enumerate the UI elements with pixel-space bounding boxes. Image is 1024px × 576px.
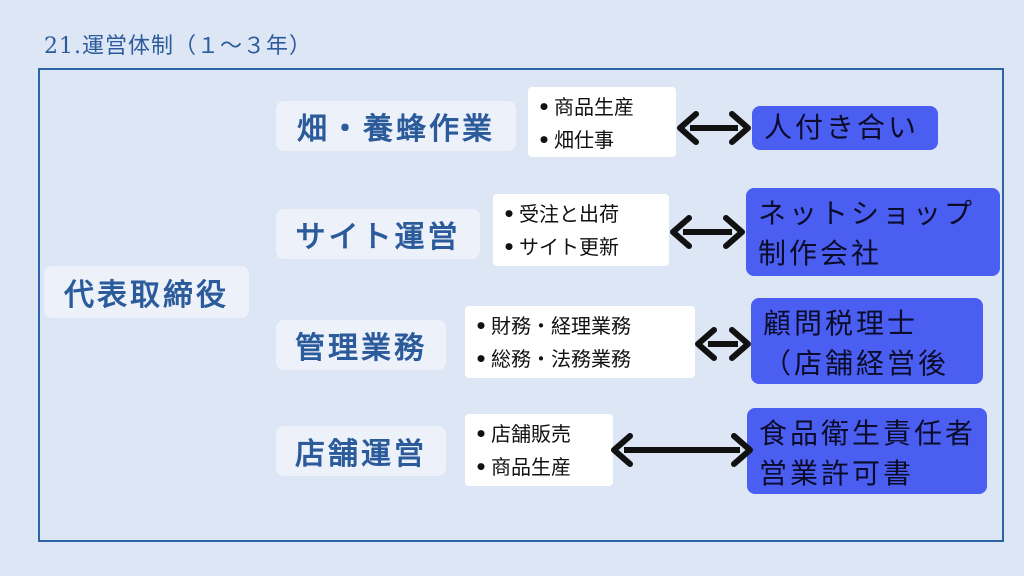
partner-box-site: ネットショップ 制作会社 (746, 188, 1000, 276)
dept-box-store: 店舗運営 (276, 426, 446, 476)
dept-box-admin: 管理業務 (276, 320, 446, 370)
page-title: 21.運営体制（１～３年） (44, 34, 312, 59)
dept-box-farm: 畑・養蜂作業 (276, 101, 516, 151)
task-item: •商品生産 (537, 95, 634, 119)
double-arrow-admin (695, 327, 751, 361)
double-arrow-site (670, 215, 745, 249)
task-box-farm: •商品生産 •畑仕事 (528, 87, 676, 157)
task-item: •総務・法務業務 (474, 347, 631, 371)
task-box-admin: •財務・経理業務 •総務・法務業務 (465, 306, 695, 378)
task-box-store: •店舗販売 •商品生産 (465, 414, 613, 486)
partner-box-admin: 顧問税理士 （店舗経営後 (751, 298, 983, 384)
task-item: •財務・経理業務 (474, 314, 631, 338)
dept-box-site: サイト運営 (276, 209, 480, 259)
task-item: •商品生産 (474, 455, 571, 479)
task-item: •畑仕事 (537, 128, 614, 152)
partner-box-store: 食品衛生責任者 営業許可書 (747, 408, 987, 494)
partner-line: 人付き合い (764, 111, 920, 144)
partner-line: 制作会社 (758, 237, 883, 270)
partner-line: 食品衛生責任者 (759, 417, 977, 450)
double-arrow-farm (677, 111, 751, 145)
partner-line: 営業許可書 (759, 457, 915, 490)
task-box-site: •受注と出荷 •サイト更新 (493, 194, 669, 266)
task-item: •店舗販売 (474, 422, 571, 446)
partner-box-farm: 人付き合い (752, 106, 938, 150)
task-item: •サイト更新 (502, 235, 619, 259)
ceo-box: 代表取締役 (44, 266, 249, 318)
partner-line: （店舗経営後 (763, 347, 950, 380)
diagram-frame (38, 68, 1004, 542)
partner-line: 顧問税理士 (763, 307, 919, 340)
double-arrow-store (611, 433, 753, 467)
task-item: •受注と出荷 (502, 202, 619, 226)
partner-line: ネットショップ (758, 197, 976, 230)
